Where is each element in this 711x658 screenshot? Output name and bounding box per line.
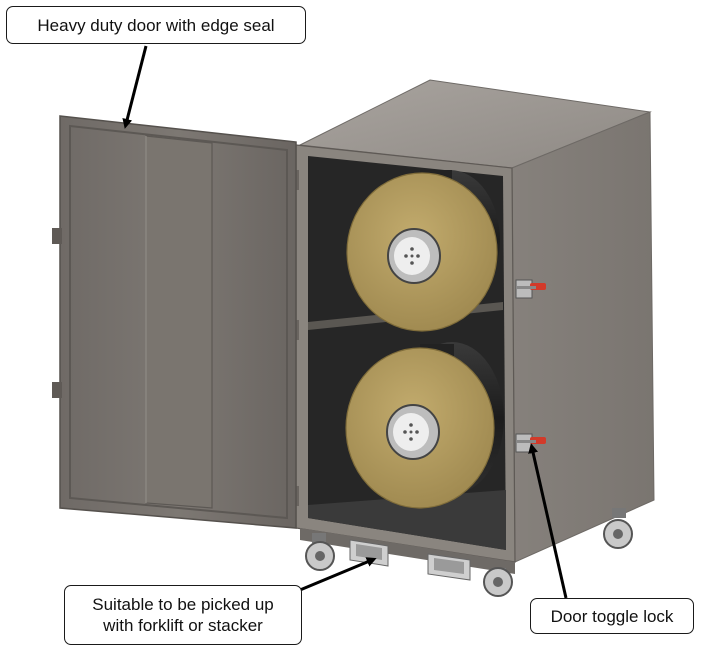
toggle-lock-arrow	[528, 443, 568, 599]
forklift-pocket-right	[427, 553, 471, 581]
door-stiffener	[145, 135, 213, 509]
door-latch-upper	[52, 228, 62, 244]
door-latch-lower	[52, 382, 62, 398]
castor-rear-right	[603, 508, 633, 549]
forklift-pocket-left	[349, 539, 389, 567]
callout-forklift: Suitable to be picked up with forklift o…	[64, 585, 302, 645]
callout-toggle-lock: Door toggle lock	[530, 598, 694, 634]
interior-floor	[308, 490, 506, 550]
castor-front-left	[305, 533, 335, 571]
forklift-arrow	[299, 557, 377, 592]
callout-door-seal: Heavy duty door with edge seal	[6, 6, 306, 44]
door-seal-arrow	[122, 45, 148, 129]
door-edge-seal	[69, 124, 288, 520]
upper-toggle-lock	[515, 279, 546, 299]
castor-front-right	[483, 567, 513, 597]
lower-toggle-lock	[515, 433, 546, 453]
callout-forklift-line2: with forklift or stacker	[103, 616, 263, 635]
callout-toggle-lock-text: Door toggle lock	[550, 606, 674, 626]
callout-forklift-line1: Suitable to be picked up	[92, 595, 274, 614]
cabinet-side-panel	[511, 111, 655, 563]
callout-door-seal-text: Heavy duty door with edge seal	[37, 15, 275, 35]
